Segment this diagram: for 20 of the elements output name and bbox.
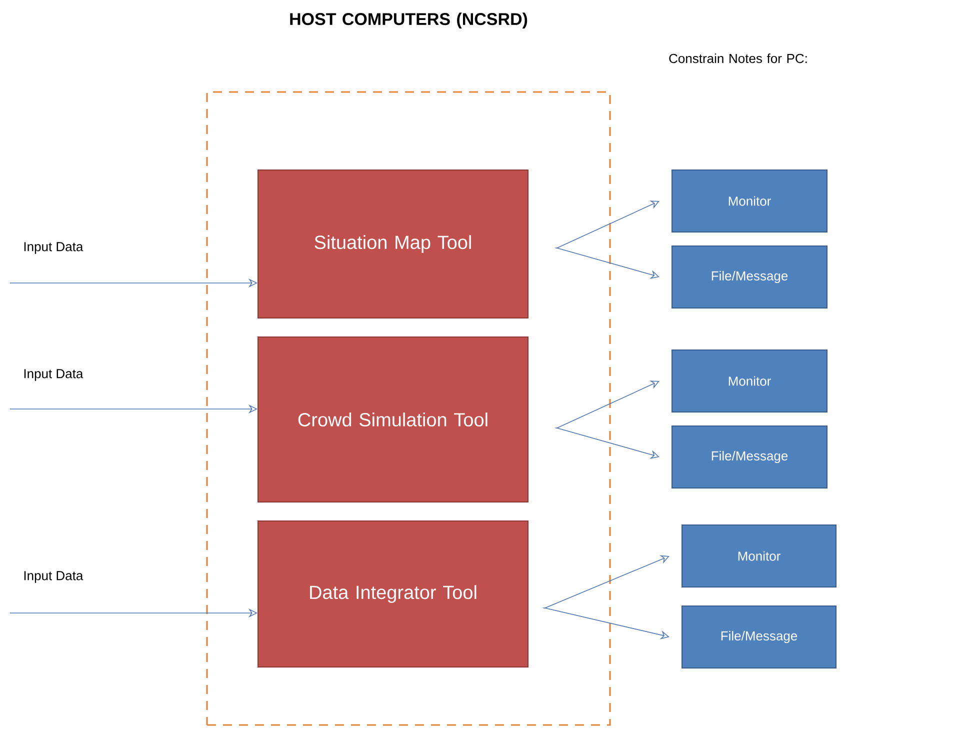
arrow [542, 608, 670, 640]
tool-box: Situation Map Tool [258, 170, 528, 318]
arrow [554, 248, 660, 279]
edge-label: Input Data [22, 570, 84, 584]
arrow [554, 428, 660, 459]
arrow [555, 200, 660, 248]
output-box: File/Message [672, 246, 828, 308]
edge-label: Input Data [22, 368, 84, 382]
tool-box: Crowd Simulation Tool [258, 336, 528, 502]
edge-label: Input Data [22, 241, 84, 255]
node-label: HOST COMPUTERS (NCSRD) [290, 12, 528, 28]
output-box: Monitor [672, 170, 828, 232]
output-box: File/Message [682, 606, 836, 668]
output-box: File/Message [672, 426, 828, 488]
arrow [543, 555, 670, 608]
arrow [555, 380, 660, 428]
output-box: Monitor [672, 350, 828, 412]
output-box: Monitor [682, 524, 836, 588]
tool-box: Data Integrator Tool [258, 520, 528, 668]
note-text: Constrain Notes for PC: [669, 54, 807, 64]
